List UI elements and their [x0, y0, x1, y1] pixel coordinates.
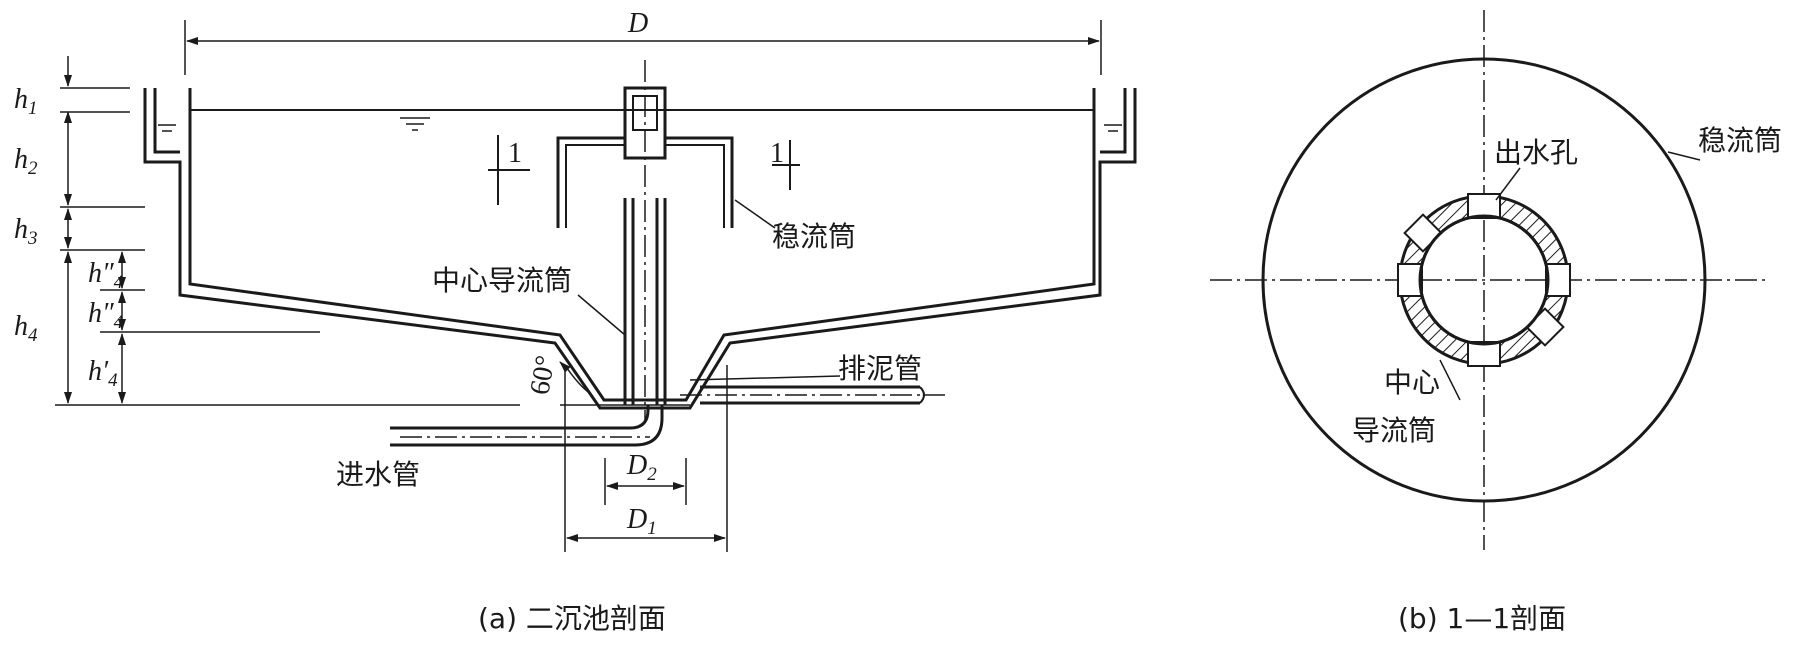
label-h3: h3: [14, 214, 38, 249]
left-launder-inner: [153, 88, 180, 154]
label-baffle-b: 稳流筒: [1698, 124, 1782, 157]
center-pipe-inner: [1418, 214, 1550, 346]
label-angle: 60°: [524, 353, 561, 397]
label-h2: h2: [14, 144, 38, 179]
right-launder-inner: [1100, 88, 1127, 154]
baffle-right: [665, 136, 734, 228]
baffle-left: [556, 136, 625, 228]
plan-section: [1210, 10, 1768, 550]
label-inlet-pipe: 进水管: [336, 458, 420, 491]
outlet-hole-leader: [1495, 167, 1521, 201]
tank-outer-outline: [143, 88, 1137, 410]
label-sludge-pipe: 排泥管: [838, 352, 922, 385]
caption-a: (a) 二沉池剖面: [478, 602, 666, 635]
label-outlet-hole: 出水孔: [1494, 136, 1578, 169]
label-section-left: 1: [508, 138, 522, 169]
label-D2: D2: [626, 450, 657, 485]
inlet-pipe-top: [390, 405, 650, 430]
label-D: D: [627, 8, 648, 39]
tank-inner-outline: [188, 88, 1096, 402]
sludge-pipe-leader: [689, 375, 841, 381]
inlet-pipe-bottom: [390, 405, 664, 447]
tank-section: [55, 20, 1137, 552]
baffle-b-leader: [1667, 151, 1701, 161]
label-center-b-2: 导流筒: [1352, 414, 1436, 447]
label-section-right: 1: [770, 138, 784, 169]
label-h4pp: h″4: [88, 258, 124, 293]
label-h4: h4: [14, 311, 38, 346]
label-D1: D1: [626, 504, 657, 539]
label-h4p2: h″4: [88, 298, 124, 333]
baffle-leader: [734, 199, 776, 229]
center-pipe-leader: [577, 294, 626, 336]
label-center-b-1: 中心: [1384, 366, 1440, 399]
label-center-pipe: 中心导流筒: [432, 264, 572, 297]
label-h4p: h′4: [88, 356, 118, 391]
caption-b: (b) 1—1剖面: [1398, 602, 1566, 635]
label-baffle: 稳流筒: [772, 220, 856, 253]
center-b-leader: [1439, 359, 1461, 401]
label-h1: h1: [14, 84, 38, 119]
